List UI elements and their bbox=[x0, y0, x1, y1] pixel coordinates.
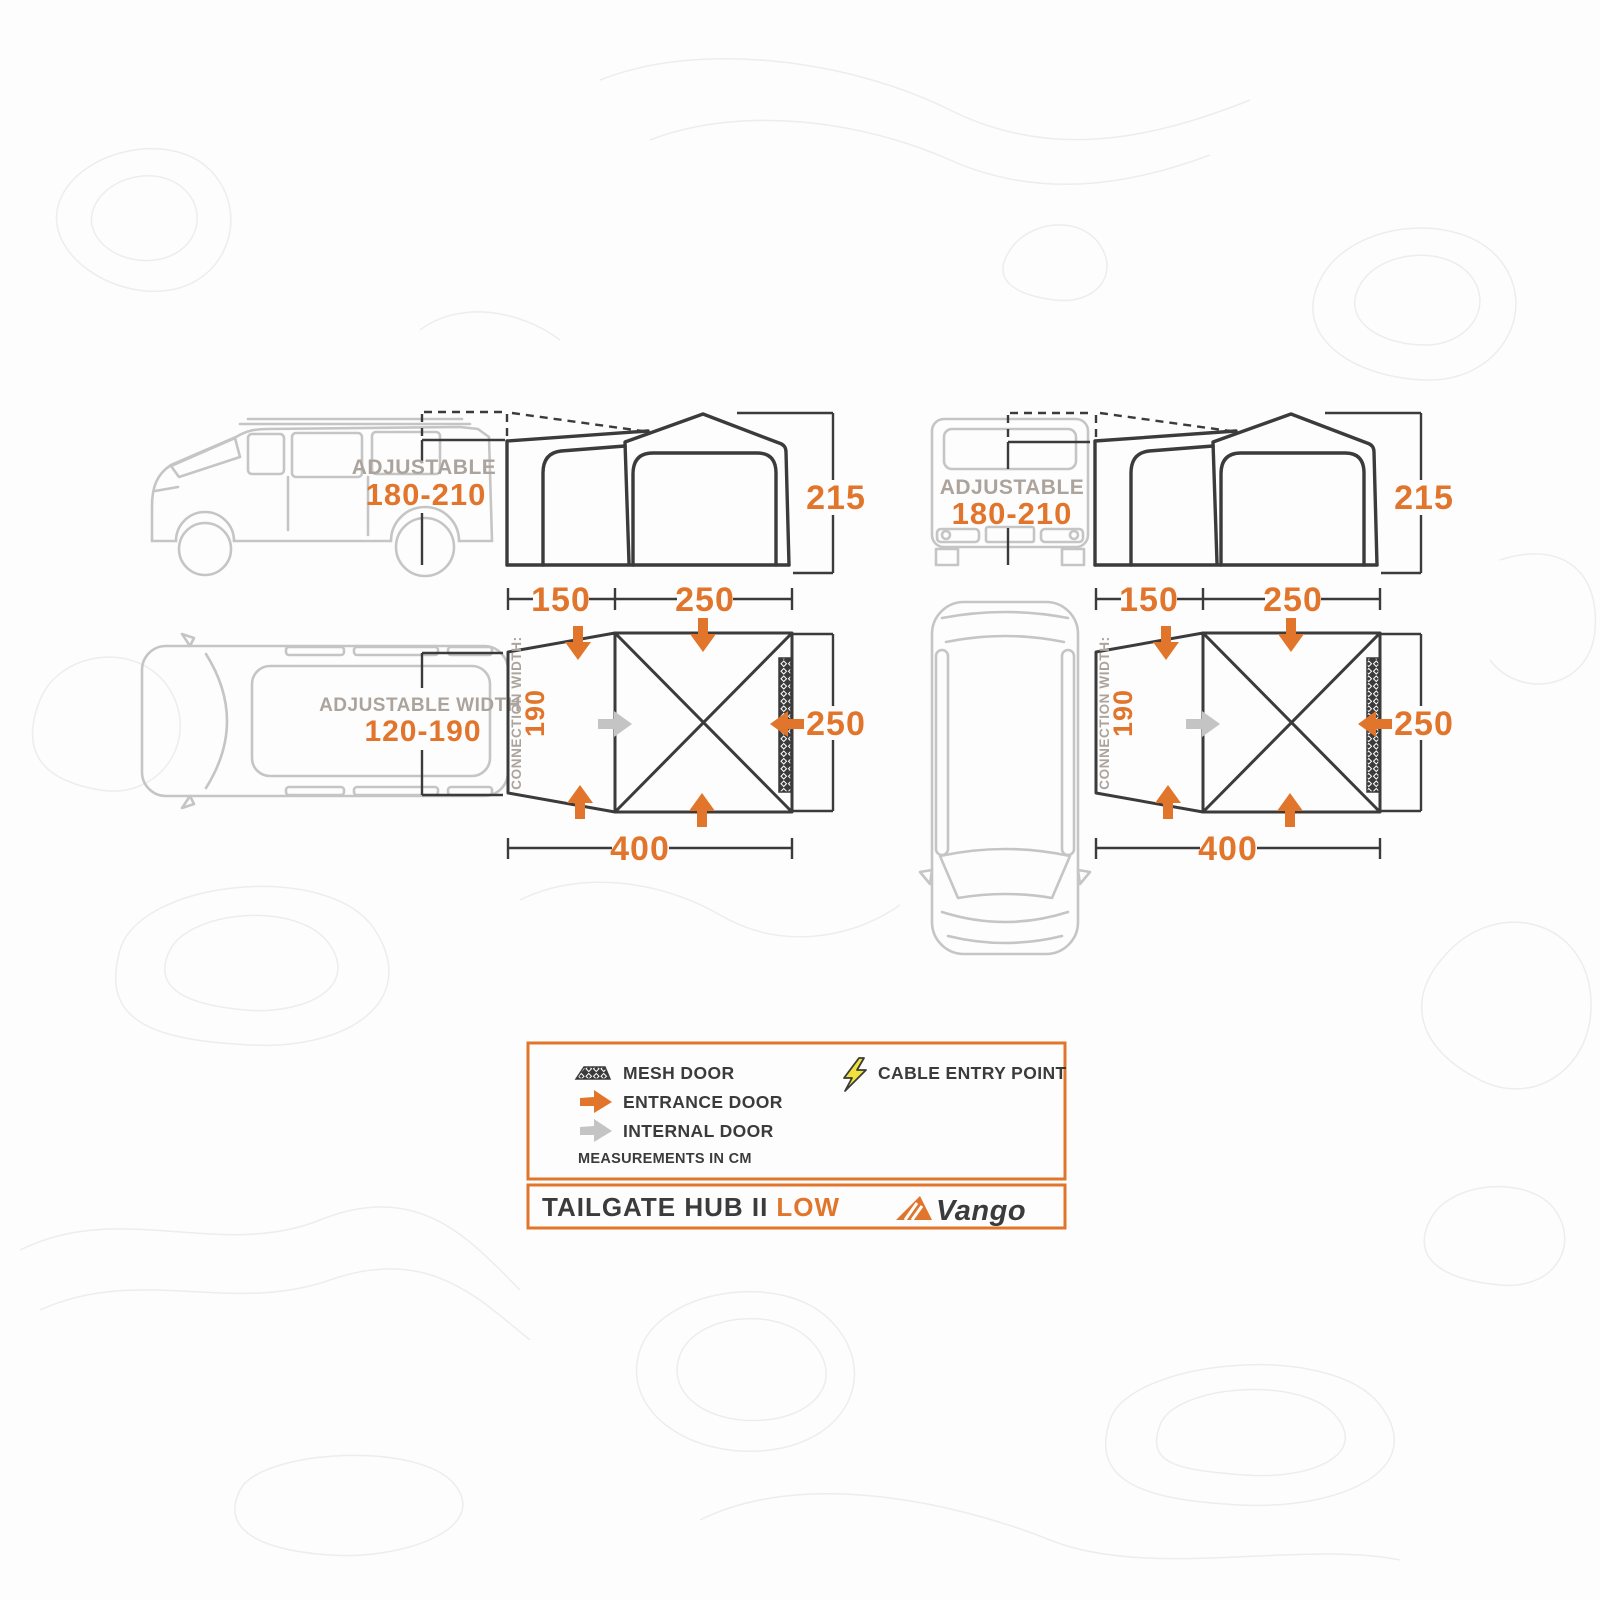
entrance-arrow-bottom-main bbox=[1277, 793, 1303, 827]
height-dimension: 215 bbox=[737, 411, 866, 575]
connection-width-label: CONNECTION WIDTH: bbox=[509, 636, 524, 789]
main-depth-value: 250 bbox=[1263, 581, 1323, 619]
height-value: 215 bbox=[806, 479, 866, 517]
rear-window bbox=[942, 427, 1078, 471]
width-dimension: 250 bbox=[1380, 632, 1454, 813]
legend: MESH DOOR ENTRANCE DOOR INTERNAL DOOR ME… bbox=[526, 1041, 1067, 1181]
mesh-door-icon bbox=[574, 1066, 612, 1080]
title-border bbox=[526, 1183, 1067, 1230]
windshield-line bbox=[204, 652, 229, 790]
tunnel-depth-value: 150 bbox=[1119, 581, 1179, 619]
total-depth-value: 400 bbox=[610, 830, 670, 868]
adjustable-range: 180-210 bbox=[366, 477, 487, 512]
tent-floorplan: CONNECTION WIDTH: 190 bbox=[1094, 618, 1392, 827]
windshield bbox=[938, 847, 1072, 900]
tunnel-arch bbox=[541, 444, 627, 567]
mirror-right bbox=[180, 794, 196, 810]
left-side-elevation: ADJUSTABLE 180-210 215 150 250 bbox=[150, 410, 866, 619]
adjustable-label: ADJUSTABLE bbox=[352, 456, 497, 479]
adjustable-width-range: 120-190 bbox=[364, 715, 481, 748]
entrance-arrow-bottom-main bbox=[689, 793, 715, 827]
mirror-left bbox=[180, 632, 196, 648]
vango-logo: Vango bbox=[896, 1195, 1026, 1227]
windshield bbox=[169, 436, 242, 479]
hood-line bbox=[940, 910, 1070, 924]
adjustable-width-callout: ADJUSTABLE WIDTH 120-190 bbox=[319, 651, 521, 797]
van-rear-view bbox=[930, 417, 1090, 567]
door-arch bbox=[631, 451, 778, 567]
entrance-door-label: ENTRANCE DOOR bbox=[623, 1092, 783, 1112]
tunnel-depth-value: 150 bbox=[531, 581, 591, 619]
connection-width-label: CONNECTION WIDTH: bbox=[1097, 636, 1112, 789]
depth-dimension: 150 250 bbox=[1094, 581, 1382, 619]
adjustable-height-callout-rear: ADJUSTABLE 180-210 bbox=[940, 411, 1231, 565]
internal-door-arrow bbox=[1186, 711, 1220, 737]
floor-diagonals bbox=[613, 631, 794, 814]
left-plan-view: ADJUSTABLE WIDTH 120-190 CONNECTION WIDT… bbox=[140, 618, 866, 868]
width-value: 250 bbox=[806, 705, 866, 743]
width-value: 250 bbox=[1394, 705, 1454, 743]
entrance-door-icon bbox=[580, 1090, 612, 1113]
internal-door-label: INTERNAL DOOR bbox=[623, 1121, 774, 1141]
title-bar: TAILGATE HUB II LOW Vango bbox=[526, 1183, 1067, 1230]
mirror-right bbox=[1076, 868, 1092, 886]
topo-background bbox=[19, 58, 1597, 1561]
entrance-arrow-top-main bbox=[690, 618, 716, 652]
front-wheel bbox=[177, 521, 233, 577]
adjustable-width-label: ADJUSTABLE WIDTH bbox=[319, 695, 521, 716]
height-value: 215 bbox=[1394, 479, 1454, 517]
headlight bbox=[153, 485, 180, 493]
total-depth-dimension: 400 bbox=[506, 830, 794, 868]
adjustable-height-callout: ADJUSTABLE 180-210 bbox=[352, 410, 643, 565]
door-arch bbox=[1219, 451, 1366, 567]
floor-diagonals bbox=[1201, 631, 1382, 814]
adjustable-range: 180-210 bbox=[952, 496, 1073, 531]
cable-entry-label: CABLE ENTRY POINT bbox=[878, 1063, 1067, 1083]
total-depth-value: 400 bbox=[1198, 830, 1258, 868]
legend-border bbox=[526, 1041, 1067, 1181]
mesh-door-label: MESH DOOR bbox=[623, 1063, 735, 1083]
entrance-arrow-right bbox=[770, 711, 804, 737]
entrance-arrow-top-tunnel bbox=[565, 626, 591, 660]
car-top-view bbox=[918, 600, 1092, 956]
tent-side-view bbox=[505, 412, 791, 567]
adjustable-label: ADJUSTABLE bbox=[940, 476, 1085, 499]
van-side-view bbox=[150, 417, 494, 578]
tunnel-arch bbox=[1129, 444, 1215, 567]
entrance-arrow-top-tunnel bbox=[1153, 626, 1179, 660]
cable-entry-icon bbox=[843, 1057, 867, 1092]
license-plate bbox=[984, 525, 1036, 544]
depth-dimension: 150 250 bbox=[506, 581, 794, 619]
brand-name: Vango bbox=[936, 1195, 1026, 1227]
height-dimension: 215 bbox=[1325, 411, 1454, 575]
product-title: TAILGATE HUB II LOW bbox=[542, 1192, 840, 1222]
entrance-arrow-top-main bbox=[1278, 618, 1304, 652]
right-side-elevation: ADJUSTABLE 180-210 215 150 250 bbox=[930, 411, 1454, 619]
internal-door-icon bbox=[580, 1119, 612, 1142]
entrance-arrow-right bbox=[1358, 711, 1392, 737]
entrance-arrow-bottom-tunnel bbox=[1155, 785, 1181, 819]
mirror-left bbox=[918, 868, 934, 886]
connection-width-value: 190 bbox=[1108, 689, 1138, 737]
entrance-arrow-bottom-tunnel bbox=[567, 785, 593, 819]
main-depth-value: 250 bbox=[675, 581, 735, 619]
title-variant: LOW bbox=[776, 1192, 840, 1222]
units-note: MEASUREMENTS IN CM bbox=[578, 1151, 752, 1167]
connection-width-value: 190 bbox=[520, 689, 550, 737]
title-main: TAILGATE HUB II bbox=[542, 1192, 768, 1222]
tent-floorplan: CONNECTION WIDTH: 190 bbox=[506, 618, 804, 827]
total-depth-dimension: 400 bbox=[1094, 830, 1382, 868]
width-dimension: 250 bbox=[792, 632, 866, 813]
rear-wheels bbox=[934, 547, 1086, 567]
right-plan-view: CONNECTION WIDTH: 190 250 400 bbox=[918, 600, 1454, 956]
internal-door-arrow bbox=[598, 711, 632, 737]
rear-wheel bbox=[394, 516, 456, 578]
tent-side-view bbox=[1093, 412, 1379, 567]
